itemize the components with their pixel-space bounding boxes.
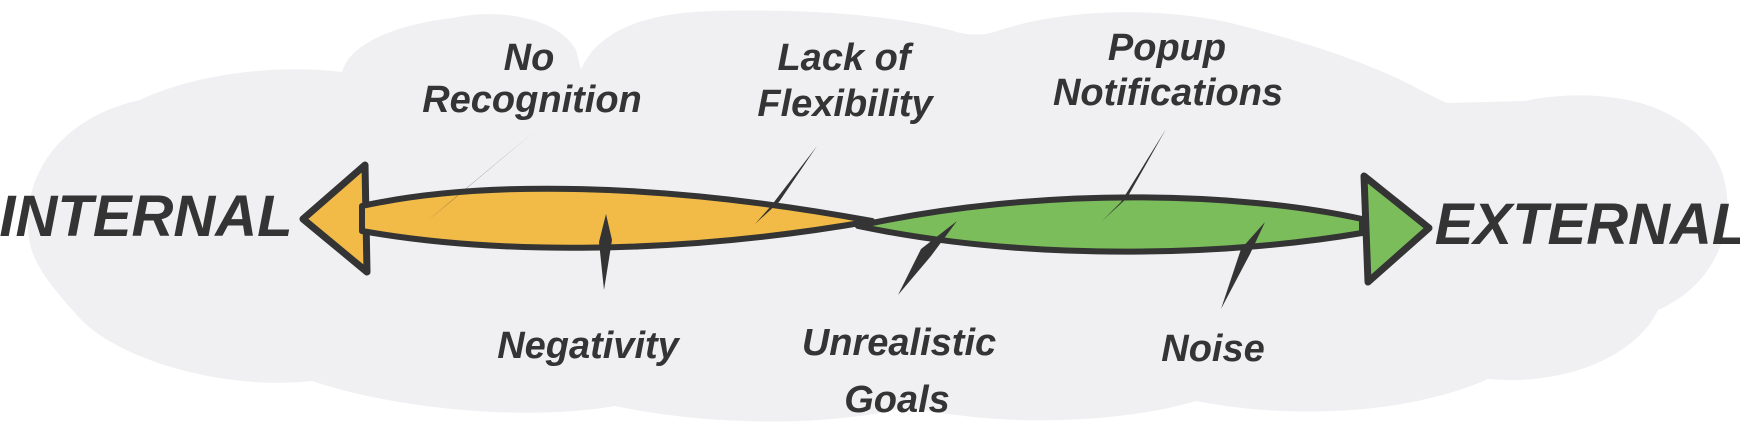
internal-endpoint-label: INTERNAL (0, 184, 293, 249)
external-endpoint-label: EXTERNAL (1435, 192, 1740, 257)
callout-lack-of-flexibility-line2: Flexibility (757, 83, 934, 125)
callout-lack-of-flexibility-line1: Lack of (777, 37, 913, 79)
external-arrow-body (855, 194, 1365, 255)
callout-no-recognition-line1: No (504, 37, 555, 79)
external-arrowhead (1360, 172, 1433, 286)
callout-noise: Noise (1161, 328, 1264, 370)
callout-pointer-no-recognition (426, 131, 535, 222)
callout-unrealistic-goals-line2: Goals (844, 379, 950, 421)
callout-pointer-unrealistic-goals (898, 221, 957, 295)
callout-no-recognition-line2: Recognition (422, 79, 642, 121)
callout-popup-notifications-line2: Notifications (1053, 72, 1283, 114)
callout-pointer-noise (1221, 222, 1265, 309)
callout-popup-notifications-line1: Popup (1108, 27, 1226, 69)
callout-negativity: Negativity (497, 325, 680, 367)
background-cloud-shape (27, 10, 1728, 422)
callout-unrealistic-goals-line1: Unrealistic (802, 322, 996, 364)
callout-pointer-negativity (599, 214, 612, 290)
